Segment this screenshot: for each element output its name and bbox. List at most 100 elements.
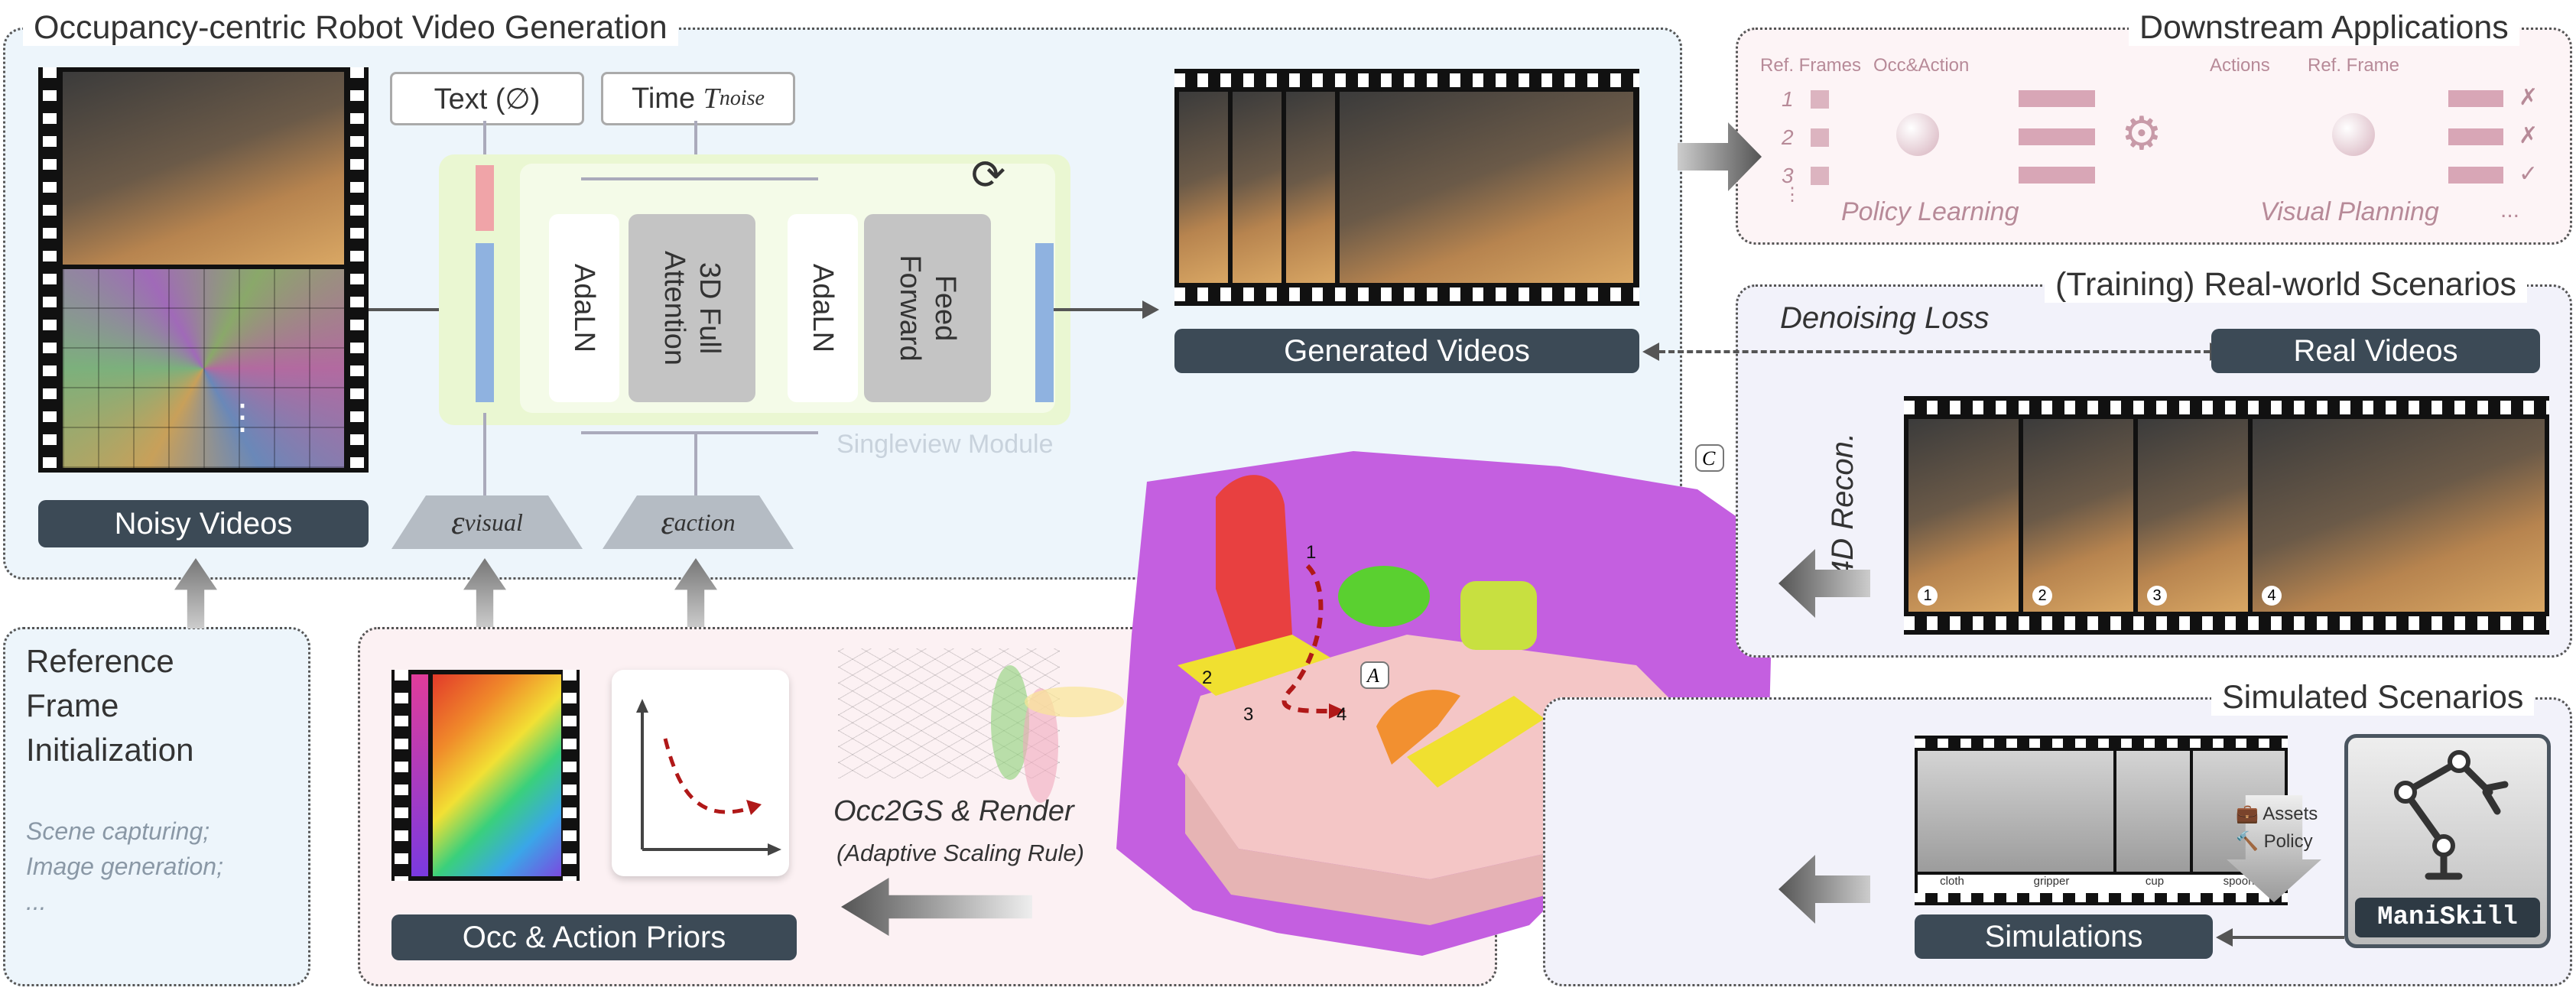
output-arrow-line — [1054, 308, 1142, 311]
output-bar-1 — [2019, 90, 2095, 107]
downstream-panel — [1736, 28, 2572, 245]
action-prior-plot — [636, 699, 781, 856]
real-frame-4 — [2253, 419, 2545, 612]
reference-items: Scene capturing; Image generation; ... — [26, 817, 223, 915]
actions-label: Actions — [2210, 55, 2270, 76]
scaling-rule-label: (Adaptive Scaling Rule) — [836, 840, 1084, 866]
real-frame-number-4: 4 — [2262, 586, 2282, 606]
plan-mark-1: ✗ — [2519, 85, 2539, 110]
trajectory-point-1: 1 — [1306, 542, 1316, 563]
planning-globe-icon — [2332, 113, 2375, 156]
noise-dots: ⋮ — [225, 397, 260, 437]
sim-panel-title: Simulated Scenarios — [2211, 679, 2535, 716]
reference-title: Reference Frame Initialization — [26, 643, 194, 768]
occupancy-depth-map — [433, 674, 561, 876]
noisy-to-module-line — [369, 308, 476, 311]
action-encoder-line — [694, 434, 697, 495]
module-caption: Singleview Module — [836, 430, 1054, 459]
occ2gs-label: Occ2GS & Render — [833, 795, 1074, 827]
noisy-videos-label: Noisy Videos — [38, 500, 369, 547]
occupancy-cloth — [1178, 635, 1330, 696]
downstream-ellipsis: ... — [2500, 197, 2520, 223]
output-embedding-bar — [1035, 243, 1054, 402]
adaln-block-2: AdaLN — [788, 214, 858, 402]
row-square-1 — [1811, 90, 1829, 109]
robot-arm-icon: ⚙ — [2121, 108, 2162, 159]
generated-frame-2 — [1233, 92, 1282, 283]
maniskill-to-sim-head — [2216, 928, 2233, 947]
occupancy-spoon — [1376, 690, 1460, 765]
noisy-video-film: ⋮ — [38, 67, 369, 473]
visual-planning-label: Visual Planning — [2260, 197, 2439, 226]
module-bottom-loop — [581, 431, 818, 434]
real-panel-title: (Training) Real-world Scenarios — [2045, 266, 2528, 303]
robot-arm-icon-large — [2394, 750, 2509, 880]
occupancy-label: C — [1702, 447, 1716, 469]
plan-mark-2: ✗ — [2519, 123, 2539, 148]
main-panel-title: Occupancy-centric Robot Video Generation — [23, 9, 678, 46]
generated-videos-label: Generated Videos — [1174, 329, 1639, 373]
row-number-more: ⋮ — [1783, 184, 1801, 205]
denoising-arrow-left-head — [1642, 343, 1659, 361]
real-frame-number-1: 1 — [1918, 586, 1938, 606]
ref-frames-label: Ref. Frames — [1760, 55, 1862, 76]
downstream-title: Downstream Applications — [2129, 9, 2519, 46]
maniskill-logo: ManiSkill — [2355, 898, 2540, 937]
sim-tag-cloth: cloth — [1940, 875, 1964, 888]
module-top-loop — [581, 177, 818, 180]
real-frame-3 — [2138, 419, 2248, 612]
simulations-label: Simulations — [1915, 914, 2213, 959]
trajectory-point-4: 4 — [1337, 704, 1346, 725]
occ-action-label: Occ&Action — [1873, 55, 1970, 76]
maniskill-to-sim-line — [2233, 936, 2344, 939]
row-square-2 — [1811, 128, 1829, 147]
text-embedding-bar — [476, 165, 494, 231]
trajectory-point-2: 2 — [1202, 668, 1212, 688]
ref-frame-label: Ref. Frame — [2308, 55, 2400, 76]
sim-frame-1 — [1918, 751, 2113, 872]
visual-embedding-bar — [476, 243, 494, 402]
plan-bar-2 — [2448, 128, 2503, 145]
time-down-line — [694, 121, 697, 177]
world-model-globe-icon — [1896, 113, 1939, 156]
occupancy-cup — [1460, 581, 1537, 650]
occupancy-robot-arm — [1216, 475, 1292, 665]
visual-encoder-line — [483, 413, 486, 495]
real-frame-number-2: 2 — [2032, 586, 2052, 606]
assets-label: 💼 Assets — [2236, 804, 2318, 824]
row-square-3 — [1811, 167, 1829, 185]
recon-label: 4D Recon. — [1825, 432, 1860, 577]
text-input-box: Text (∅) — [390, 72, 584, 125]
occupancy-side-strip — [411, 674, 428, 876]
real-frame-1 — [1908, 419, 2019, 612]
denoising-loss-label: Denoising Loss — [1780, 301, 1990, 335]
generated-frame-4 — [1340, 92, 1633, 283]
row-number-1: 1 — [1782, 87, 1794, 111]
real-frame-number-3: 3 — [2147, 586, 2167, 606]
output-bar-3 — [2019, 167, 2095, 184]
attention-block: 3D Full Attention — [629, 214, 755, 402]
action-label: A — [1366, 664, 1379, 687]
action-prior-card — [612, 670, 789, 876]
sim-tag-spoon: spoon — [2223, 875, 2255, 888]
policy-learning-label: Policy Learning — [1841, 197, 2019, 226]
generated-video-film — [1174, 69, 1639, 306]
real-frame-2 — [2023, 419, 2133, 612]
scene-trajectory — [1282, 564, 1331, 713]
sim-video-film: cloth gripper cup spoon — [1915, 736, 2288, 905]
plan-bar-3 — [2448, 167, 2503, 184]
occupancy-yellow-object — [1407, 696, 1545, 788]
generated-frame-3 — [1286, 92, 1335, 283]
row-number-2: 2 — [1782, 125, 1794, 149]
output-arrow-head — [1142, 300, 1159, 319]
noise-patch-grid — [63, 269, 344, 468]
occupancy-green-object — [1338, 566, 1430, 627]
real-videos-label: Real Videos — [2211, 329, 2540, 373]
trajectory-point-3: 3 — [1243, 704, 1253, 725]
plan-bar-1 — [2448, 90, 2503, 107]
plan-mark-3: ✓ — [2519, 161, 2539, 187]
feed-forward-block: Feed Forward — [864, 214, 991, 402]
